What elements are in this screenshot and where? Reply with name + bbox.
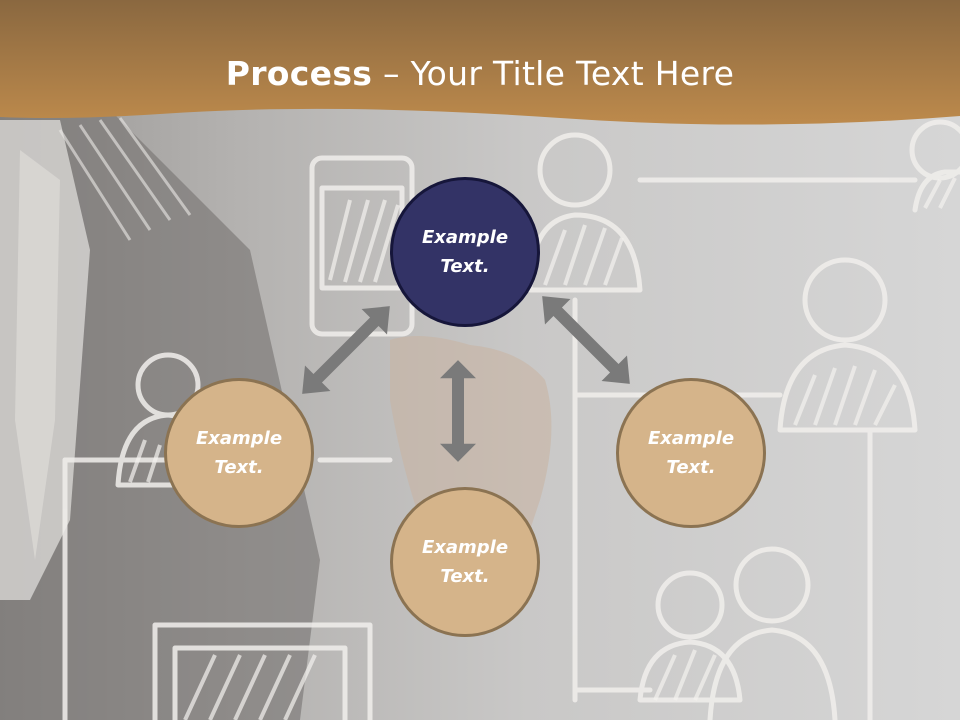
- left-node-label: Example Text.: [195, 428, 283, 478]
- bottom-node: Example Text.: [390, 487, 540, 637]
- right-node: Example Text.: [616, 378, 766, 528]
- double-arrow-icon: [529, 283, 643, 397]
- slide-title: Process – Your Title Text Here: [0, 52, 960, 96]
- header-band: [0, 0, 960, 125]
- right-node-label: Example Text.: [647, 428, 735, 478]
- top-node: Example Text.: [390, 177, 540, 327]
- title-rest: – Your Title Text Here: [372, 54, 735, 93]
- left-node: Example Text.: [164, 378, 314, 528]
- double-arrow-icon: [289, 293, 403, 407]
- bottom-node-label: Example Text.: [421, 537, 509, 587]
- double-arrow-icon: [440, 360, 476, 462]
- top-node-label: Example Text.: [421, 227, 509, 277]
- title-bold: Process: [225, 54, 373, 93]
